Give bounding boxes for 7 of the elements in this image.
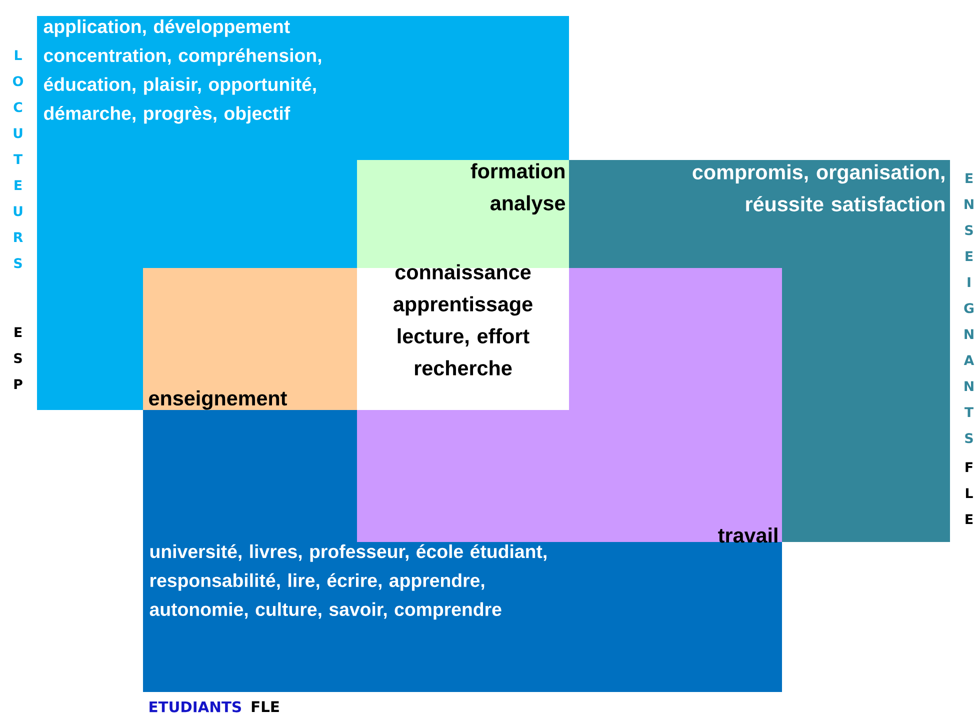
- side-label: FLE: [252, 701, 279, 712]
- side-label: FLE: [966, 462, 973, 524]
- side-label: ENSEIGNANTS: [964, 173, 974, 444]
- side-label: ETUDIANTS: [150, 701, 241, 712]
- overlap-box: enseignement: [143, 268, 357, 410]
- side-label: ESP: [14, 327, 22, 389]
- side-label: LOCUTEURS: [13, 50, 23, 268]
